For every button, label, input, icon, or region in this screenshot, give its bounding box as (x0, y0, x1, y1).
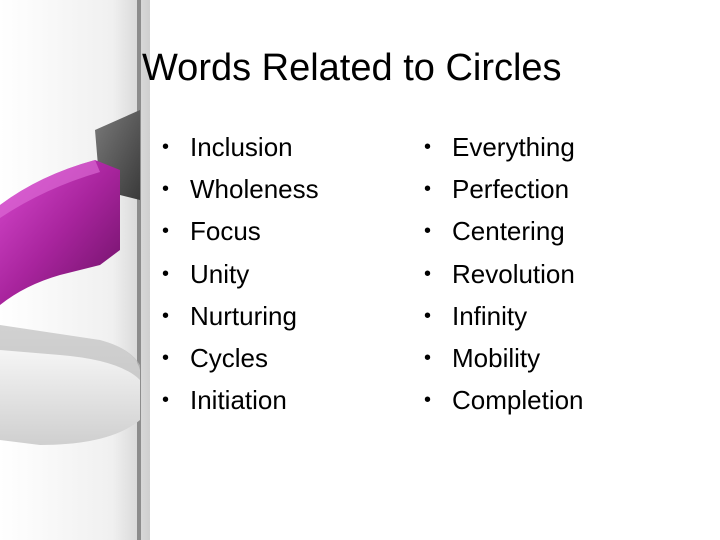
list-item-text: Infinity (452, 300, 528, 331)
bullet: • (162, 262, 170, 285)
list-item: • Unity (158, 253, 319, 295)
list-item: • Inclusion (158, 126, 319, 168)
bullet: • (424, 178, 432, 201)
list-item-text: Mobility (452, 342, 541, 373)
list-item-text: Completion (452, 385, 584, 416)
list-item: • Cycles (158, 337, 319, 379)
bullet: • (424, 346, 432, 369)
list-item: • Initiation (158, 379, 319, 421)
bullet: • (424, 389, 432, 412)
decorative-ring-graphic (0, 0, 150, 540)
bullet: • (162, 178, 170, 201)
bullet: • (162, 136, 170, 158)
bullet: • (162, 304, 170, 327)
list-item-text: Inclusion (190, 132, 293, 162)
slide-title: Words Related to Circles (142, 47, 562, 89)
bullet: • (424, 304, 432, 327)
list-item-text: Nurturing (190, 300, 297, 331)
list-item: • Infinity (420, 295, 584, 337)
list-item-text: Perfection (452, 174, 570, 205)
right-word-list: • Everything • Perfection • Centering • Revo… (420, 126, 584, 421)
list-item-text: Unity (190, 258, 250, 289)
list-item-text: Wholeness (190, 174, 319, 205)
list-item: • Revolution (420, 253, 584, 295)
bullet: • (162, 389, 170, 412)
list-item-text: Everything (452, 132, 575, 162)
left-word-list: • Inclusion • Wholeness • Focus • Unity • Nur… (158, 126, 319, 421)
list-item: • Wholeness (158, 168, 319, 210)
vertical-divider (137, 0, 141, 540)
list-item: • Focus (158, 210, 319, 252)
list-item-text: Centering (452, 216, 565, 247)
bullet: • (424, 262, 432, 285)
list-item-text: Cycles (190, 342, 269, 373)
bullet: • (424, 220, 432, 243)
bullet: • (162, 220, 170, 243)
list-item: • Mobility (420, 337, 584, 379)
list-item: • Everything (420, 126, 584, 168)
bullet: • (162, 346, 170, 369)
list-item: • Completion (420, 379, 584, 421)
list-item-text: Initiation (190, 385, 287, 416)
list-item-text: Focus (190, 216, 261, 247)
list-item: • Perfection (420, 168, 584, 210)
bullet: • (424, 136, 432, 158)
list-item-text: Revolution (452, 258, 575, 289)
list-item: • Centering (420, 210, 584, 252)
list-item: • Nurturing (158, 295, 319, 337)
